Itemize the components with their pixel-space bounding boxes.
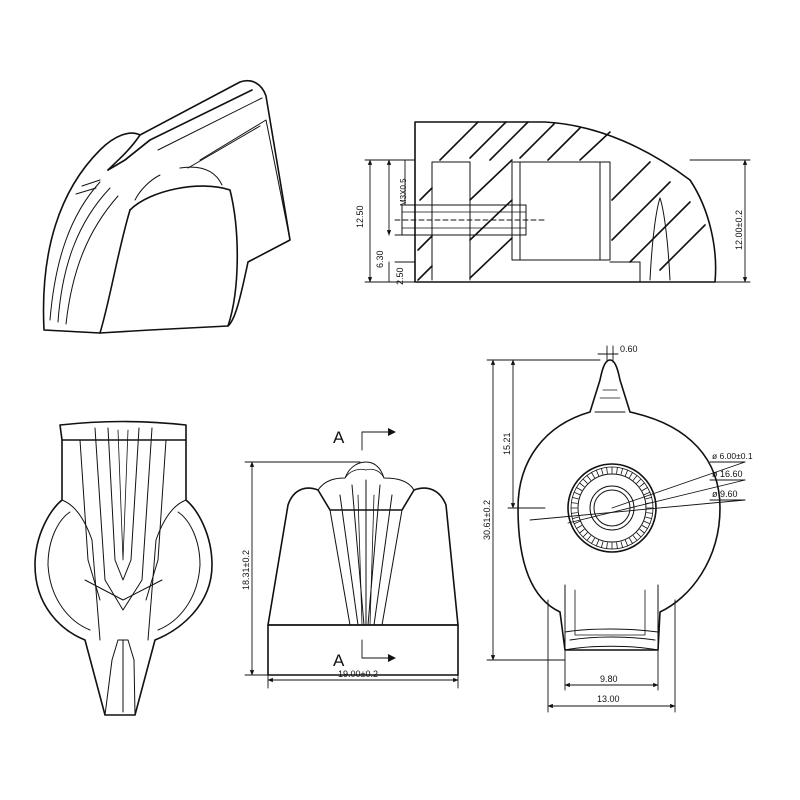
knurl-tick <box>646 512 653 514</box>
dim-6-30: 6.30 <box>375 250 385 268</box>
knurl-tick <box>620 467 623 475</box>
dim-12-50: 12.50 <box>355 205 365 228</box>
knurl-tick <box>573 491 581 496</box>
knurl-tick <box>572 496 579 500</box>
section-label-top: A <box>333 428 345 447</box>
dim-2-50: 2.50 <box>395 267 405 285</box>
knurl-tick <box>629 472 633 479</box>
knurl-tick <box>576 525 583 529</box>
knurl-tick <box>586 535 592 541</box>
dim-15-21: 15.21 <box>502 432 512 455</box>
knurl-tick <box>571 502 578 504</box>
knurl-tick <box>606 542 608 549</box>
knurl-tick <box>582 532 588 538</box>
side-section-view: 12.50 6.30 2.50 M3X0.5 12.00±0.2 <box>355 121 751 285</box>
knurl-tick <box>579 482 585 488</box>
knurl-tick <box>620 541 623 548</box>
knurl-tick <box>625 539 629 547</box>
knurl-ticks <box>570 466 654 550</box>
dim-30-61: 30.61±0.2 <box>482 500 492 540</box>
knurl-tick <box>641 487 648 491</box>
knurl-tick <box>629 537 633 544</box>
knurl-tick <box>616 542 618 549</box>
knurl-tick <box>586 475 592 481</box>
front-view: A A 18.31±0.2 19.00±0.2 <box>241 428 459 689</box>
knurl-tick <box>582 478 588 484</box>
dim-dia-9: ø 9.60 <box>712 489 738 499</box>
knurl-tick <box>639 528 645 534</box>
knurl-tick <box>572 516 579 519</box>
knurl-tick <box>591 472 595 479</box>
knurl-tick <box>641 525 648 529</box>
knurl-tick <box>632 475 638 481</box>
knurl-tick <box>579 528 585 534</box>
knurl-tick <box>639 482 645 488</box>
dim-9-80: 9.80 <box>600 674 618 684</box>
knurl-tick <box>643 491 651 496</box>
dim-dia-6: ø 6.00±0.1 <box>712 451 753 461</box>
dim-12-00: 12.00±0.2 <box>734 210 744 250</box>
dim-13-00: 13.00 <box>597 694 620 704</box>
isometric-view <box>42 80 291 334</box>
knurl-tick <box>571 512 578 514</box>
dim-0-60: 0.60 <box>620 344 638 354</box>
knurl-tick <box>632 535 638 541</box>
knurl-tick <box>616 466 618 474</box>
dim-m3: M3X0.5 <box>399 178 408 206</box>
back-view <box>34 420 213 716</box>
knurl-tick <box>595 539 599 547</box>
knurl-tick <box>636 478 642 484</box>
top-view: ø 6.00±0.1 ø 16.60 ø 9.60 0.60 30.61±0.2… <box>482 344 753 713</box>
knurl-tick <box>576 487 583 491</box>
knurl-tick <box>606 466 608 474</box>
dim-18-31: 18.31±0.2 <box>241 550 251 590</box>
knurl-tick <box>645 516 652 519</box>
knurl-tick <box>643 521 651 525</box>
section-label-bottom: A <box>333 651 345 670</box>
dim-19-00: 19.00±0.2 <box>338 669 378 679</box>
knurl-tick <box>573 521 581 525</box>
knurl-tick <box>645 496 652 500</box>
knurl-tick <box>601 467 604 475</box>
knurl-tick <box>601 541 604 548</box>
knurl-tick <box>636 532 642 538</box>
knurl-tick <box>595 469 599 477</box>
knurl-tick <box>625 469 629 477</box>
knurl-tick <box>591 537 595 544</box>
dim-dia-16: ø 16.60 <box>712 469 743 479</box>
